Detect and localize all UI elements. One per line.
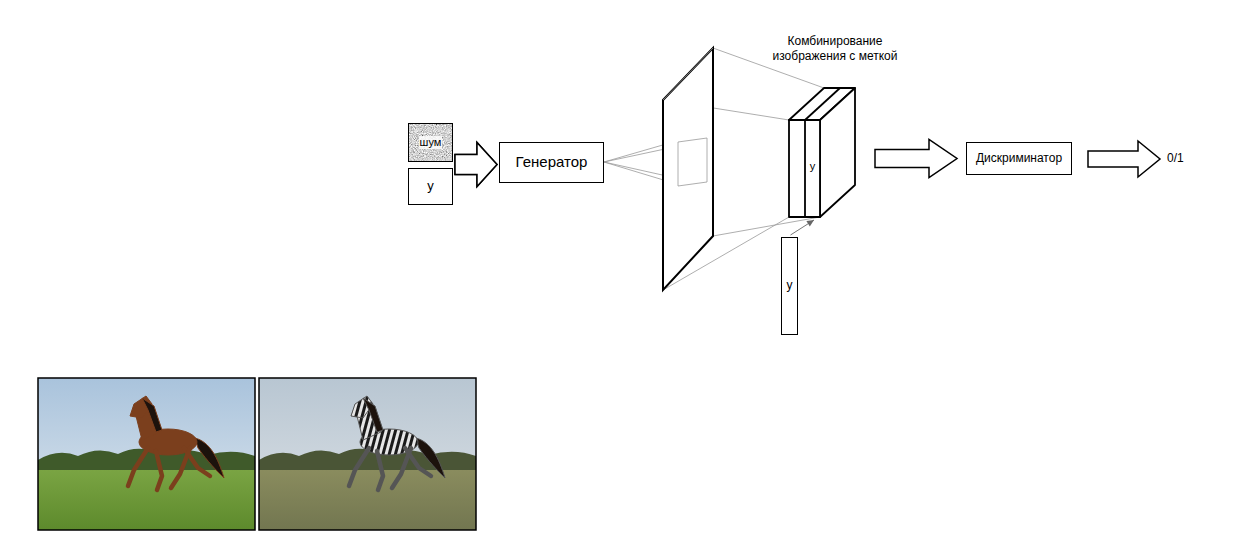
node-text: шум <box>419 136 443 148</box>
noise-texture <box>409 124 452 161</box>
block-outline <box>789 88 855 217</box>
output-arrow <box>1088 141 1160 177</box>
node-text: Генератор <box>516 154 588 171</box>
zebra-photo <box>259 378 476 530</box>
node-text: y <box>805 160 820 172</box>
horse-photo <box>38 378 255 530</box>
node-text: y <box>787 279 793 292</box>
projection-lines <box>663 48 713 100</box>
discriminator-box: Дискриминатор <box>966 142 1072 175</box>
node-text: Дискриминатор <box>976 152 1062 165</box>
receptive-patch <box>678 138 707 186</box>
node-text: y <box>427 179 434 193</box>
block-title: Комбинирование изображения с меткой <box>755 34 915 64</box>
generator-box: Генератор <box>499 142 604 183</box>
connector <box>455 143 497 187</box>
noise-box: шум <box>408 123 453 162</box>
label-box: y <box>408 168 453 205</box>
connector <box>875 140 957 178</box>
label-vector: y <box>781 237 798 335</box>
image-plane <box>663 48 713 290</box>
combined-block: y <box>789 88 855 217</box>
connector <box>455 143 497 187</box>
connector <box>791 220 815 235</box>
output-label: 0/1 <box>1167 151 1197 166</box>
